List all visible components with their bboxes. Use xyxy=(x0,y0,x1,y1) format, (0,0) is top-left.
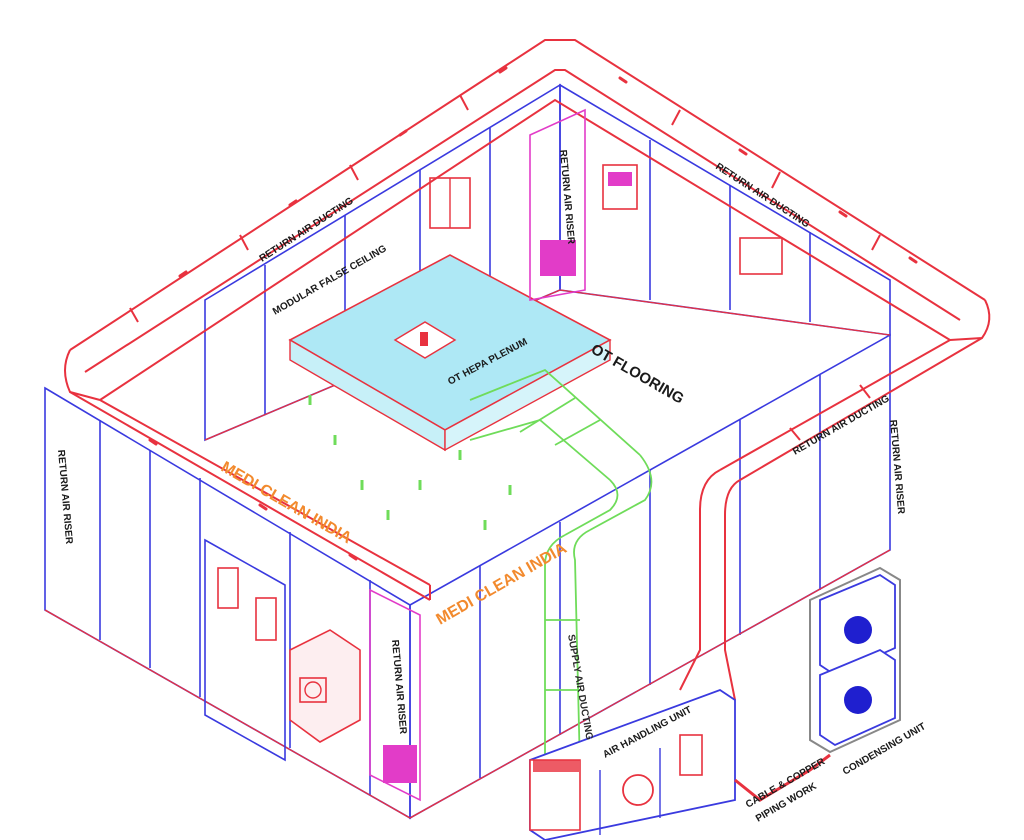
room-walls xyxy=(44,83,891,820)
return-riser-front xyxy=(369,588,421,802)
condensing-fan-top-icon xyxy=(844,616,872,644)
floor-edges xyxy=(44,289,891,819)
door-window-left xyxy=(217,567,239,609)
plenum-right-side xyxy=(444,338,611,452)
pass-box-dial xyxy=(304,681,322,699)
return-riser-label-front: RETURN AIR RISER xyxy=(389,639,408,735)
ot-flooring-label: OT FLOORING xyxy=(588,341,687,408)
wall-fixtures xyxy=(204,108,783,802)
surgeon-control-panel xyxy=(602,164,638,210)
hepa-plenum xyxy=(288,254,612,452)
ahu-fan xyxy=(622,774,654,806)
xray-viewer xyxy=(739,237,783,275)
return-riser-back xyxy=(529,108,586,301)
pass-box-window xyxy=(299,677,327,703)
condensing-units xyxy=(809,566,901,754)
return-riser-grille-front xyxy=(383,745,417,783)
pass-box xyxy=(289,629,361,743)
back-right-wall xyxy=(559,83,891,336)
copper-piping xyxy=(734,753,831,802)
control-panel-screen xyxy=(608,172,632,186)
return-air-duct-ring xyxy=(64,39,991,701)
return-riser-label-left: RETURN AIR RISER xyxy=(55,449,74,545)
return-duct-label-right: RETURN AIR DUCTING xyxy=(791,393,892,457)
diagram-labels: RETURN AIR DUCTING RETURN AIR DUCTING RE… xyxy=(55,149,928,824)
supply-air-duct xyxy=(469,368,653,771)
door-window-right xyxy=(255,597,277,641)
return-duct-label-back-left: RETURN AIR DUCTING xyxy=(258,195,356,264)
air-handling-unit xyxy=(529,688,736,840)
plenum-center-light xyxy=(420,332,428,346)
return-duct-dashes xyxy=(148,66,918,561)
condensing-rack xyxy=(809,566,901,754)
return-duct-label-back-right: RETURN AIR DUCTING xyxy=(713,161,811,230)
double-door xyxy=(204,538,286,762)
green-markers xyxy=(308,395,512,530)
condensing-fan-bottom-icon xyxy=(844,686,872,714)
ahu-access-panel xyxy=(679,734,703,776)
return-riser-grille-back xyxy=(540,240,576,276)
